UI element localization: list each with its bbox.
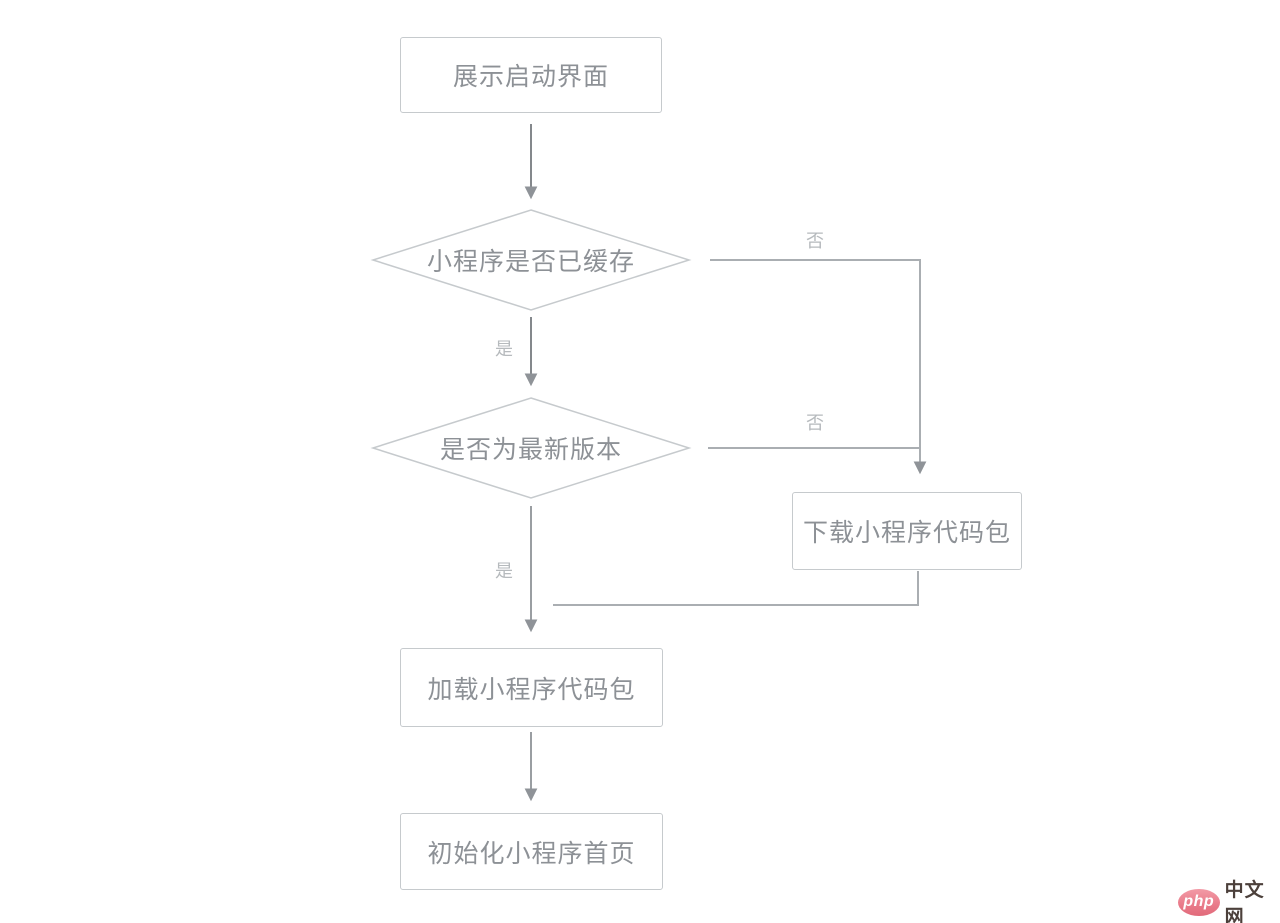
- decision-cached-shape: [370, 209, 692, 311]
- node-download-label: 下载小程序代码包: [802, 519, 1011, 547]
- php-cn-watermark: php 中文网: [1178, 875, 1280, 923]
- php-logo-icon: php: [1178, 888, 1220, 916]
- node-load-label: 加载小程序代码包: [427, 675, 636, 704]
- node-decision-latest-label: 是否为最新版本: [439, 436, 622, 464]
- node-decision-latest: 是否为最新版本: [381, 422, 681, 474]
- edge-download-to-load: [553, 571, 919, 606]
- php-cn-site-text: 中文网: [1224, 880, 1265, 923]
- node-download: 下载小程序代码包: [792, 492, 1022, 570]
- node-load: 加载小程序代码包: [400, 648, 663, 727]
- node-decision-cached: 小程序是否已缓存: [381, 234, 681, 286]
- node-start-label: 展示启动界面: [452, 63, 609, 91]
- edge-label-latest-no: 否: [806, 413, 824, 433]
- node-init: 初始化小程序首页: [400, 813, 663, 890]
- node-decision-cached-label: 小程序是否已缓存: [426, 248, 635, 276]
- edge-cached-no: [710, 259, 927, 475]
- edge-label-latest-yes: 是: [495, 561, 513, 581]
- node-start: 展示启动界面: [400, 37, 662, 113]
- decision-latest-shape: [370, 397, 692, 499]
- node-init-label: 初始化小程序首页: [427, 839, 636, 868]
- edge-label-cached-no: 否: [806, 231, 824, 251]
- edge-label-cached-yes: 是: [495, 339, 513, 359]
- php-logo-text: php: [1183, 893, 1215, 910]
